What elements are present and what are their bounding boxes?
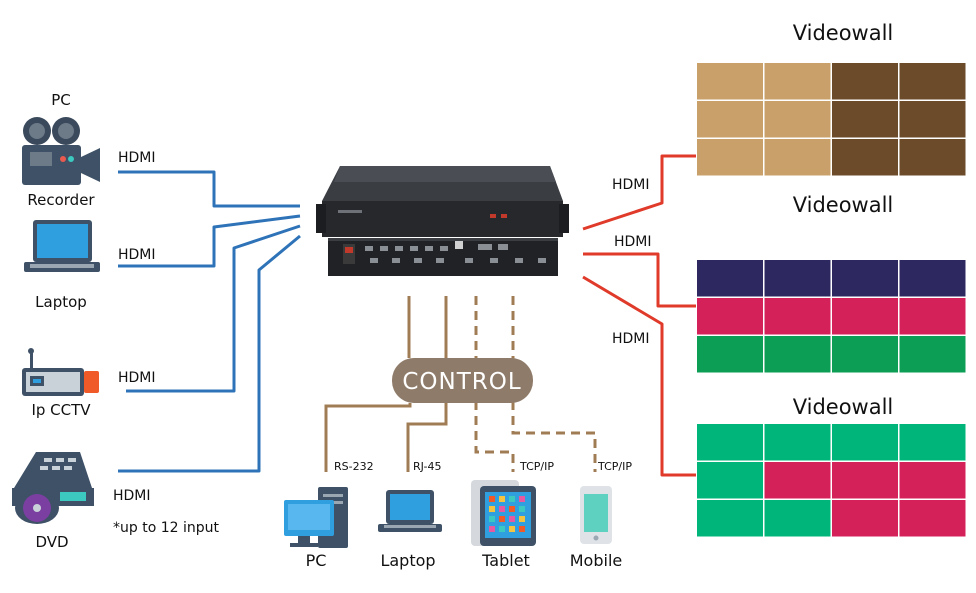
source-laptop-label: Laptop [35,293,87,311]
tablet-client-icon [471,480,536,546]
videowall-tile [832,462,898,499]
videowall-3-title: Videowall [793,395,894,419]
videowall-tile [697,298,763,335]
videowall-tile [899,260,966,297]
videowall-tile [832,63,898,100]
pc-client-icon [284,487,348,548]
output-line-wall-3 [582,275,696,477]
input-count-note: *up to 12 input [113,520,220,536]
output-link-label-3: HDMI [612,331,650,347]
videowall-tile [899,139,966,176]
input-line-dvd [118,234,301,473]
videowall-tile [697,101,763,138]
source-cctv-label: Ip CCTV [31,401,91,419]
output-lines [582,154,696,477]
output-line-wall-2 [583,252,696,308]
videowall-1 [697,63,966,176]
input-link-label-pc: HDMI [118,150,156,166]
control-link-tcpip-tablet: TCP/IP [519,460,554,473]
videowall-tile [832,500,898,537]
videowall-tile [697,139,763,176]
videowall-tile [899,336,966,373]
client-mobile-label: Mobile [570,551,622,570]
videowall-tile [764,139,831,176]
videowall-2-title: Videowall [793,193,894,217]
videowall-tile [764,462,831,499]
videowall-tile [899,298,966,335]
input-line-pc [118,170,300,208]
client-pc-label: PC [306,551,327,570]
videowall-tile [764,298,831,335]
videowalls [697,63,966,537]
videowall-tile [832,139,898,176]
videowall-tile [832,298,898,335]
control-badge: CONTROL [392,358,533,403]
videowall-tile [764,336,831,373]
videowall-tile [899,462,966,499]
videowall-tile [697,424,763,461]
control-label: CONTROL [402,369,521,395]
videowall-3 [697,424,966,537]
matrix-switcher [316,166,569,276]
input-line-cctv [126,224,301,393]
videowall-tile [764,101,831,138]
ip-cctv-icon [22,348,99,396]
device-back [328,238,558,276]
control-link-rs232: RS-232 [334,460,374,473]
videowall-tile [697,462,763,499]
device-front [322,201,563,237]
videowall-1-title: Videowall [793,21,894,45]
videowall-tile [697,336,763,373]
control-link-rj45: RJ-45 [413,460,441,473]
videowall-tile [764,260,831,297]
client-laptop-label: Laptop [380,551,435,570]
input-line-laptop [118,214,301,268]
input-link-label-laptop: HDMI [118,247,156,263]
laptop-icon [24,220,100,272]
input-link-label-dvd: HDMI [113,488,151,504]
videowall-tile [697,260,763,297]
control-link-tcpip-mobile: TCP/IP [597,460,632,473]
mobile-client-icon [580,486,612,544]
videowall-tile [832,424,898,461]
videowall-tile [899,101,966,138]
laptop-client-icon [378,490,442,532]
input-lines [118,170,301,473]
videowall-tile [899,500,966,537]
source-recorder-label: Recorder [27,191,95,209]
videowall-tile [764,63,831,100]
videowall-tile [899,63,966,100]
source-device-pc: PC [51,91,71,109]
videowall-tile [832,101,898,138]
videowall-tile [764,500,831,537]
input-link-label-cctv: HDMI [118,370,156,386]
output-link-label-2: HDMI [614,234,652,250]
videowall-tile [832,260,898,297]
videowall-tile [899,424,966,461]
client-tablet-label: Tablet [481,551,530,570]
videowall-2 [697,260,966,373]
dvd-player-icon [12,452,94,524]
videowall-tile [697,500,763,537]
videowall-tile [697,63,763,100]
recorder-icon [22,117,100,185]
output-link-label-1: HDMI [612,177,650,193]
source-dvd-label: DVD [35,533,68,551]
output-line-wall-1 [582,154,696,231]
videowall-tile [764,424,831,461]
videowall-tile [832,336,898,373]
